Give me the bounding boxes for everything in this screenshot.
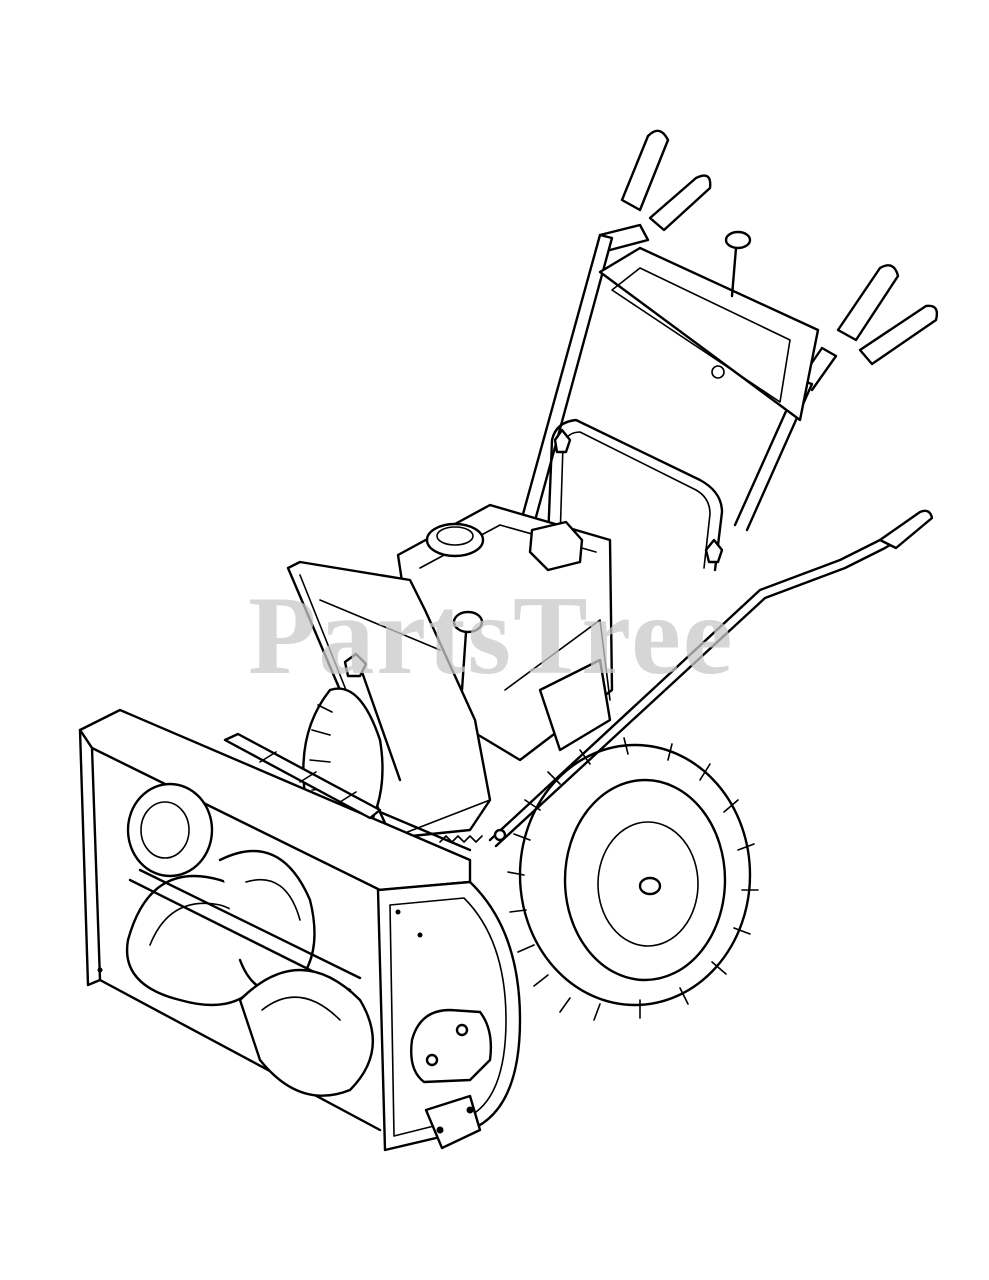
wheel-right-rear xyxy=(507,737,759,1021)
handle-assembly xyxy=(518,129,939,572)
shift-rod xyxy=(488,509,934,848)
auger-housing xyxy=(78,708,522,1152)
tension-spring xyxy=(439,828,507,843)
chute-crank xyxy=(223,732,472,852)
